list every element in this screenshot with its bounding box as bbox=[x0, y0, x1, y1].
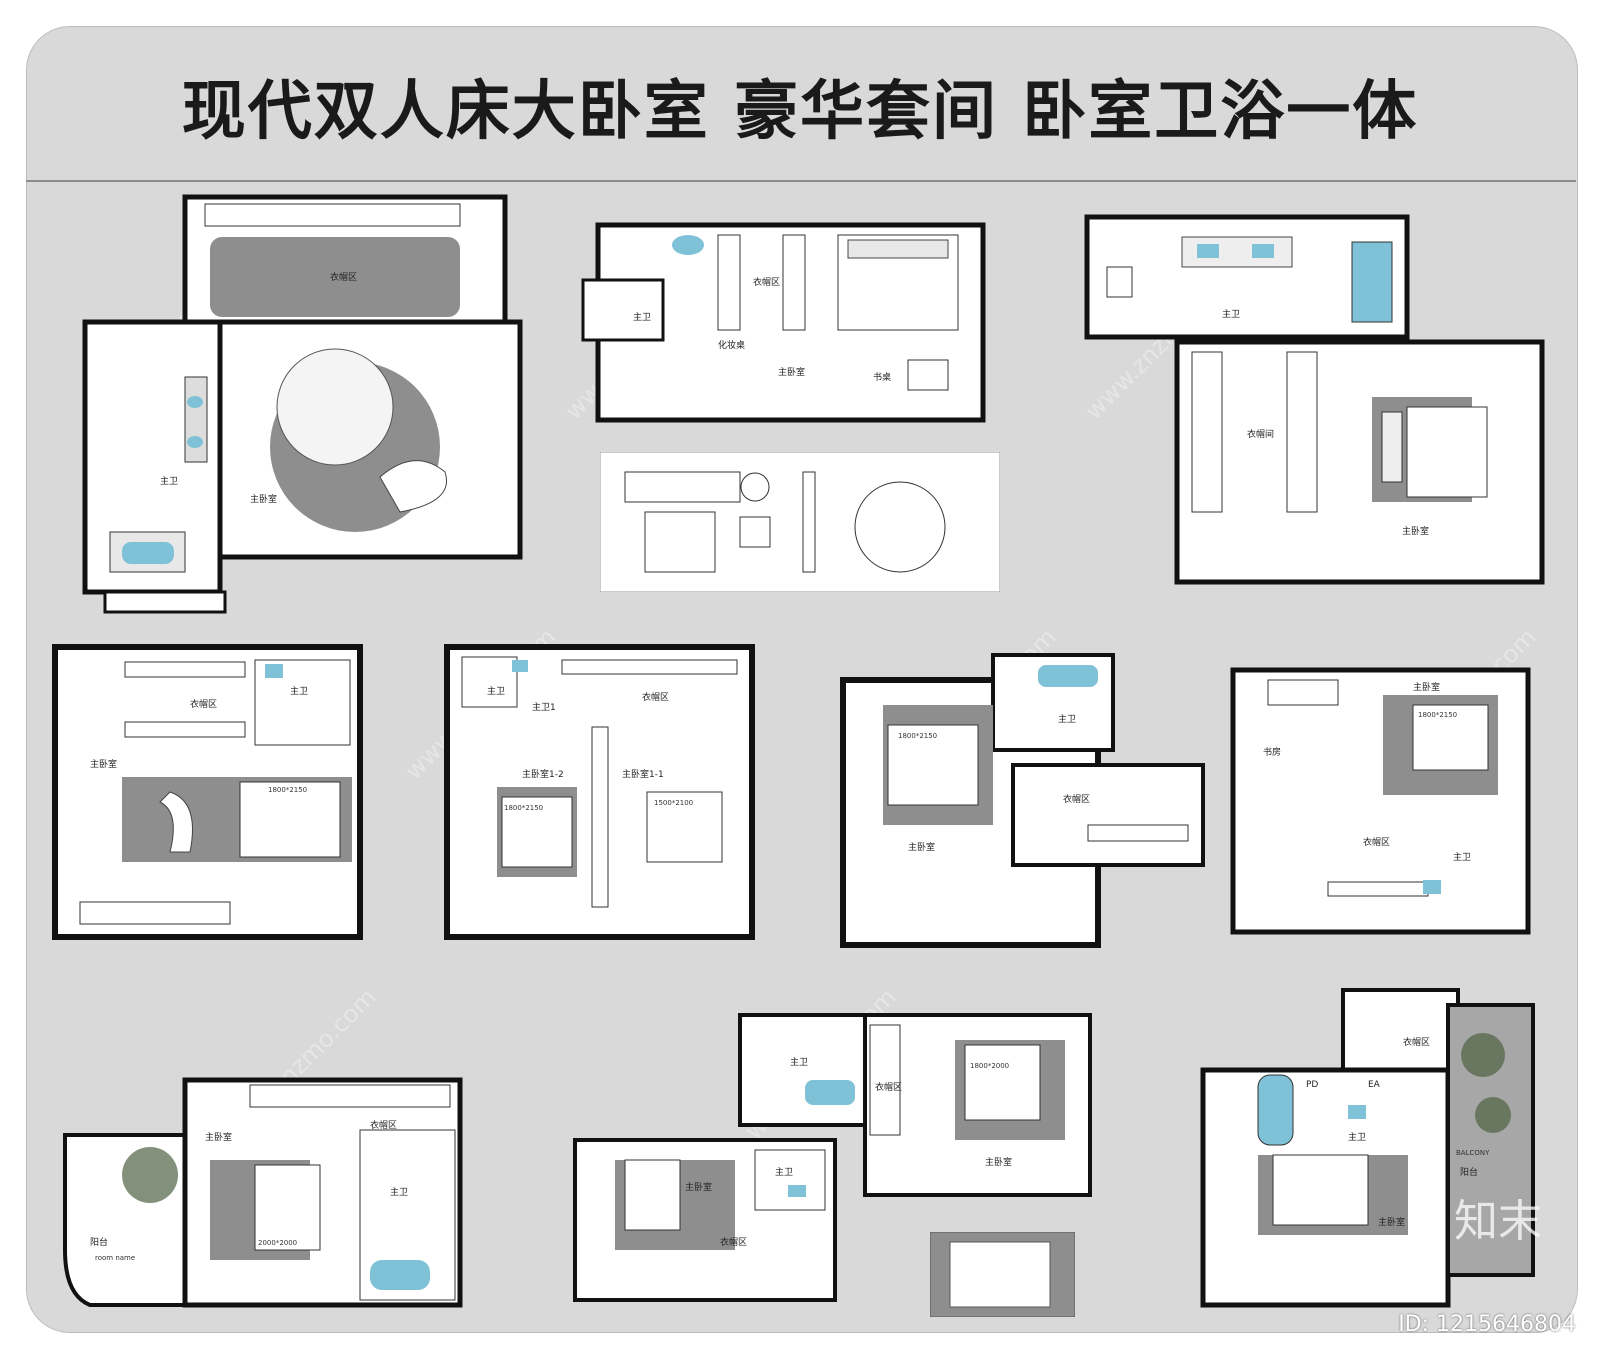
label-closet: 衣帽区 bbox=[370, 1119, 397, 1131]
label-bedroom-b: 主卧室 bbox=[685, 1181, 712, 1193]
floor-plan-7: 书房 1800*2150 主卧室 衣帽区 主卫 bbox=[1228, 650, 1538, 940]
label-bedroom: 主卧室 bbox=[778, 366, 805, 378]
label-bedroom: 主卧室 bbox=[1378, 1216, 1405, 1228]
figure-legend bbox=[930, 1232, 1075, 1317]
bed-size: 1800*2000 bbox=[970, 1062, 1009, 1070]
label-closet: 衣帽区 bbox=[1403, 1036, 1430, 1048]
label-closet-b: 衣帽区 bbox=[720, 1236, 747, 1248]
bed-size: 1800*2150 bbox=[268, 786, 307, 794]
floor-plan-9: 主卫 衣帽区 1800*2000 主卧室 主卧室 衣帽区 主卫 bbox=[570, 1010, 1120, 1305]
bed-size-b: 1500*2100 bbox=[654, 799, 693, 807]
floor-plan-4: 衣帽区 主卫 主卧室 1800*2150 bbox=[50, 642, 370, 947]
label-bath: 主卫 bbox=[290, 685, 308, 697]
tag-pd: PD bbox=[1306, 1080, 1318, 1090]
label-bath-b: 主卫 bbox=[775, 1166, 793, 1178]
floor-plan-8: 阳台 room name 衣帽区 主卧室 2000*2000 主卫 bbox=[60, 1070, 470, 1310]
label-bath1: 主卫1 bbox=[532, 701, 556, 713]
label-bedroom: 主卧室 bbox=[1413, 681, 1440, 693]
bed-size: 1800*2150 bbox=[1418, 711, 1457, 719]
label-bath: 主卫 bbox=[1453, 851, 1471, 863]
label-balcony: 阳台 bbox=[90, 1236, 108, 1248]
label-bedroom: 主卧室 bbox=[90, 758, 117, 770]
floor-plan-10: 衣帽区 PD EA 主卫 主卧室 阳台 BALCONY bbox=[1198, 985, 1543, 1310]
page-title: 现代双人床大卧室 豪华套间 卧室卫浴一体 bbox=[181, 75, 1419, 149]
floor-plan-2: 主卫 衣帽区 化妆桌 主卧室 书桌 bbox=[578, 220, 998, 425]
label-study: 书房 bbox=[1263, 746, 1281, 758]
label-bath: 主卫 bbox=[160, 475, 178, 487]
furniture-legend bbox=[600, 452, 1000, 592]
label-vanity: 化妆桌 bbox=[718, 339, 745, 351]
label-closet: 衣帽区 bbox=[1063, 793, 1090, 805]
floor-plan-5: 主卫 主卫1 衣帽区 主卧室1-2 主卧室1-1 1800*2150 1500*… bbox=[442, 642, 762, 947]
label-bath: 主卫 bbox=[1348, 1131, 1366, 1143]
title-divider bbox=[26, 180, 1576, 182]
label-bedroom-a: 主卧室 bbox=[985, 1156, 1012, 1168]
label-bedroom: 主卧室 bbox=[250, 493, 277, 505]
bed-size: 1800*2150 bbox=[898, 732, 937, 740]
label-bath-a: 主卫 bbox=[790, 1056, 808, 1068]
label-bedroom-a: 主卧室1-2 bbox=[522, 768, 564, 780]
floor-plan-3: 主卫 衣帽间 主卧室 bbox=[1082, 212, 1552, 592]
tag-ea: EA bbox=[1368, 1080, 1381, 1090]
image-id: ID: 1215646804 bbox=[1398, 1312, 1576, 1337]
label-closet: 衣帽区 bbox=[753, 276, 780, 288]
label-bath: 主卫 bbox=[390, 1186, 408, 1198]
label-bath: 主卫 bbox=[633, 311, 651, 323]
label-closet: 衣帽区 bbox=[190, 698, 217, 710]
brand-logo: 知末 bbox=[1454, 1196, 1542, 1247]
label-bedroom: 主卧室 bbox=[205, 1131, 232, 1143]
label-closet: 衣帽区 bbox=[642, 691, 669, 703]
room-name: room name bbox=[95, 1254, 135, 1262]
label-closet: 衣帽区 bbox=[330, 271, 357, 283]
label-bath: 主卫 bbox=[1222, 308, 1240, 320]
label-balcony-en: BALCONY bbox=[1456, 1149, 1490, 1157]
label-bath: 主卫 bbox=[1058, 713, 1076, 725]
label-balcony: 阳台 bbox=[1460, 1166, 1478, 1178]
label-bedroom: 主卧室 bbox=[908, 841, 935, 853]
label-closet: 衣帽区 bbox=[1363, 836, 1390, 848]
label-closet: 衣帽间 bbox=[1247, 428, 1274, 440]
floor-plan-6: 主卫 衣帽区 1800*2150 主卧室 bbox=[838, 650, 1218, 960]
label-bath: 主卫 bbox=[487, 685, 505, 697]
bed-size: 2000*2000 bbox=[258, 1239, 297, 1247]
bed-size-a: 1800*2150 bbox=[504, 804, 543, 812]
label-bedroom-b: 主卧室1-1 bbox=[622, 768, 664, 780]
label-bedroom: 主卧室 bbox=[1402, 525, 1429, 537]
floor-plan-1: 衣帽区 主卧室 主卫 bbox=[80, 192, 530, 622]
label-closet-a: 衣帽区 bbox=[875, 1081, 902, 1093]
label-desk: 书桌 bbox=[873, 371, 891, 383]
